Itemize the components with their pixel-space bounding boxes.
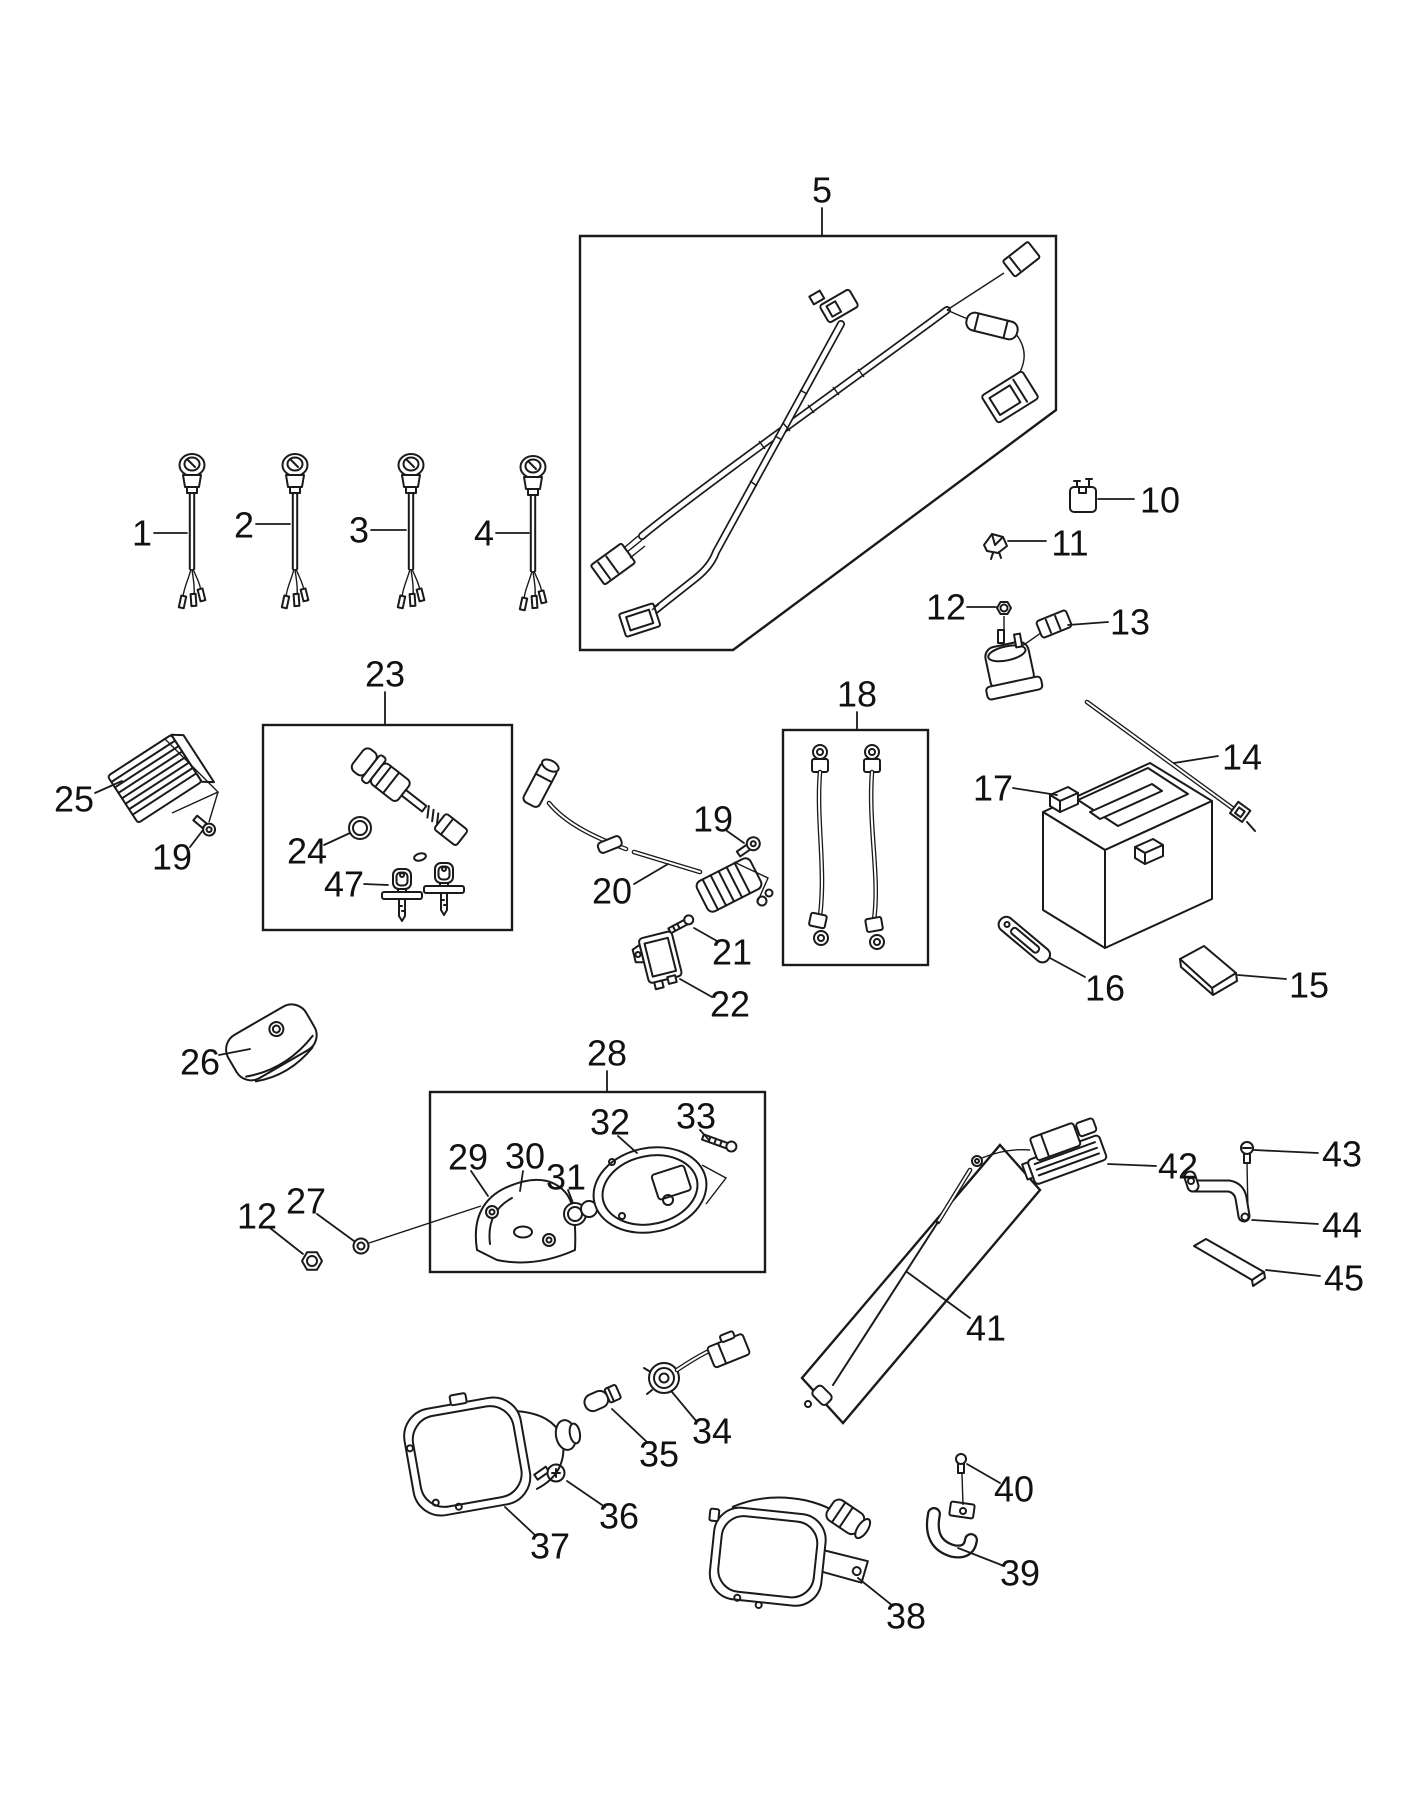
callout-38: 38 <box>886 1596 926 1637</box>
callout-26: 26 <box>180 1042 220 1083</box>
part-22-cdi-unit <box>631 930 683 991</box>
part-13-starter-relay <box>984 609 1073 701</box>
callout-10: 10 <box>1140 480 1180 521</box>
part-3-switch <box>396 453 426 610</box>
assembly-line <box>164 738 220 823</box>
part-35-bulb <box>583 1384 622 1413</box>
callout-19b: 19 <box>693 799 733 840</box>
callout-35: 35 <box>639 1434 679 1475</box>
callout-17: 17 <box>973 768 1013 809</box>
callout-40: 40 <box>994 1469 1034 1510</box>
part-17-battery <box>1042 762 1213 949</box>
part-10-fuse <box>1069 478 1097 513</box>
part-19-bolt-regulator <box>192 814 217 837</box>
part-2-switch <box>280 453 310 610</box>
assembly-line <box>733 861 769 904</box>
part-23-ignition-switch <box>350 747 468 846</box>
callout-11: 11 <box>1051 523 1088 564</box>
callout-13: 13 <box>1110 602 1150 643</box>
group-box-antenna-41 <box>800 1143 1042 1425</box>
part-12-flange-nut <box>301 1251 323 1271</box>
part-37-headlight <box>403 1392 582 1517</box>
callout-16: 16 <box>1085 968 1125 1009</box>
battery-terminal <box>1049 786 1079 813</box>
callout-33: 33 <box>676 1096 716 1137</box>
group-box-ignition-switch-23 <box>261 723 514 932</box>
part-47-keys <box>381 862 465 922</box>
part-44-bracket <box>1183 1170 1251 1223</box>
callout-15: 15 <box>1289 965 1329 1006</box>
part-41-antenna <box>804 1148 1031 1408</box>
callout-3: 3 <box>349 510 369 551</box>
part-15-pad <box>1179 945 1238 996</box>
part-21-screw <box>667 914 695 935</box>
assembly-line <box>961 1473 964 1506</box>
callout-25: 25 <box>54 779 94 820</box>
assembly-line <box>701 1164 728 1205</box>
callout-30: 30 <box>505 1136 545 1177</box>
part-20-ignition-coil <box>522 758 774 913</box>
part-31-bulb-socket <box>563 1200 598 1226</box>
callout-23: 23 <box>365 654 405 695</box>
part-29-30-lamp-base <box>474 1178 577 1264</box>
callout-28: 28 <box>587 1033 627 1074</box>
callout-42: 42 <box>1158 1146 1198 1187</box>
group-box-battery-cables-18 <box>781 728 930 967</box>
callout-34: 34 <box>692 1411 732 1452</box>
group-box-taillight-28 <box>428 1090 767 1274</box>
part-27-washer <box>352 1237 370 1255</box>
callout-21: 21 <box>712 932 752 973</box>
part-14-cable-tie <box>1084 699 1256 832</box>
part-24-o-ring <box>348 816 372 840</box>
callout-31: 31 <box>546 1157 586 1198</box>
callout-41: 41 <box>966 1308 1006 1349</box>
callout-32: 32 <box>590 1102 630 1143</box>
group-box-harness-5 <box>578 234 1058 652</box>
callout-24: 24 <box>287 831 327 872</box>
part-18-battery-cables <box>808 744 885 950</box>
callout-19a: 19 <box>152 837 192 878</box>
part-19-bolt-coil <box>735 836 761 858</box>
callout-44: 44 <box>1322 1205 1362 1246</box>
part-32-lamp-lens <box>592 1146 708 1234</box>
part-1-switch <box>177 453 207 610</box>
callout-37: 37 <box>530 1526 570 1567</box>
callout-18: 18 <box>837 674 877 715</box>
callout-12b: 12 <box>237 1196 277 1237</box>
part-33-screw <box>700 1133 738 1153</box>
part-25-regulator <box>107 733 215 823</box>
assembly-line <box>368 1205 482 1244</box>
callout-2: 2 <box>234 505 254 546</box>
small-o-ring <box>413 852 427 862</box>
part-16-battery-strap <box>997 915 1052 964</box>
callout-27: 27 <box>286 1181 326 1222</box>
part-40-screw <box>955 1453 967 1474</box>
part-43-screw <box>1240 1141 1254 1164</box>
part-11-clip <box>983 533 1008 560</box>
callout-36: 36 <box>599 1496 639 1537</box>
callout-12a: 12 <box>926 587 966 628</box>
part-38-headlight <box>708 1496 872 1610</box>
callout-47: 47 <box>324 864 364 905</box>
part-45-strip <box>1193 1238 1266 1287</box>
callout-43: 43 <box>1322 1134 1362 1175</box>
callout-22: 22 <box>710 984 750 1025</box>
callout-45: 45 <box>1324 1258 1364 1299</box>
callout-4: 4 <box>474 513 494 554</box>
part-42-receiver-module <box>1021 1117 1108 1185</box>
part-39-hook-bracket <box>925 1500 978 1559</box>
part-26-cover <box>225 1003 318 1083</box>
callout-39: 39 <box>1000 1553 1040 1594</box>
part-5-main-wire-harness <box>590 241 1041 638</box>
part-12-nut <box>996 601 1012 615</box>
callout-20: 20 <box>592 871 632 912</box>
callout-5: 5 <box>812 170 832 211</box>
callout-29: 29 <box>448 1137 488 1178</box>
callout-14: 14 <box>1222 737 1262 778</box>
leader-lines <box>94 207 1321 1607</box>
battery-terminal <box>1134 838 1164 865</box>
callout-1: 1 <box>132 513 152 554</box>
part-34-bulb-socket-lead <box>643 1330 751 1395</box>
